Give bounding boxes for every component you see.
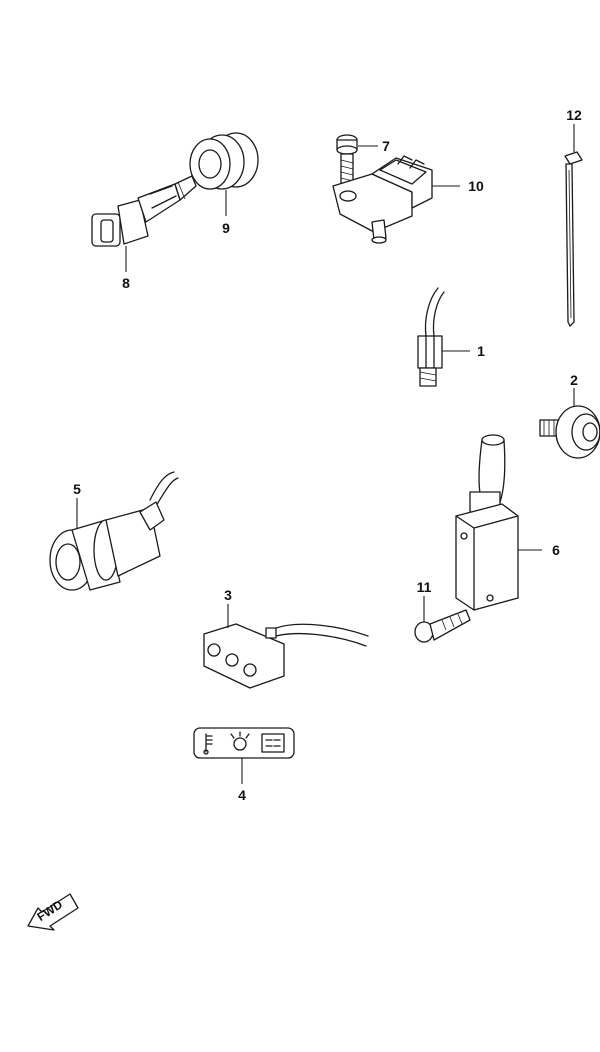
part-12-cable-tie	[564, 151, 583, 327]
callout-7: 7	[382, 138, 390, 154]
callout-4: 4	[238, 787, 246, 803]
callout-9: 9	[222, 220, 230, 236]
part-2-knock-sensor	[539, 405, 600, 459]
part-1-temp-sensor	[417, 287, 445, 387]
part-4-label	[193, 727, 295, 759]
part-11-bolt	[414, 609, 471, 643]
callout-11: 11	[417, 579, 432, 595]
part-10-map-sensor	[332, 155, 433, 244]
callout-1: 1	[477, 343, 485, 359]
part-5-sensor	[49, 471, 179, 591]
callout-3: 3	[224, 587, 232, 603]
callout-5: 5	[73, 481, 81, 497]
part-6-unit	[455, 434, 519, 611]
part-9-grommet	[189, 132, 259, 190]
callout-10: 10	[468, 178, 484, 194]
callout-8: 8	[122, 275, 130, 291]
callout-6: 6	[552, 542, 560, 558]
callout-12: 12	[566, 107, 582, 123]
leader-lines	[76, 124, 575, 784]
callout-2: 2	[570, 372, 578, 388]
part-3-switch	[203, 623, 369, 689]
part-8-sensor	[91, 175, 197, 247]
fwd-arrow-icon: FWD	[27, 893, 79, 931]
part-7-bolt	[336, 134, 358, 187]
